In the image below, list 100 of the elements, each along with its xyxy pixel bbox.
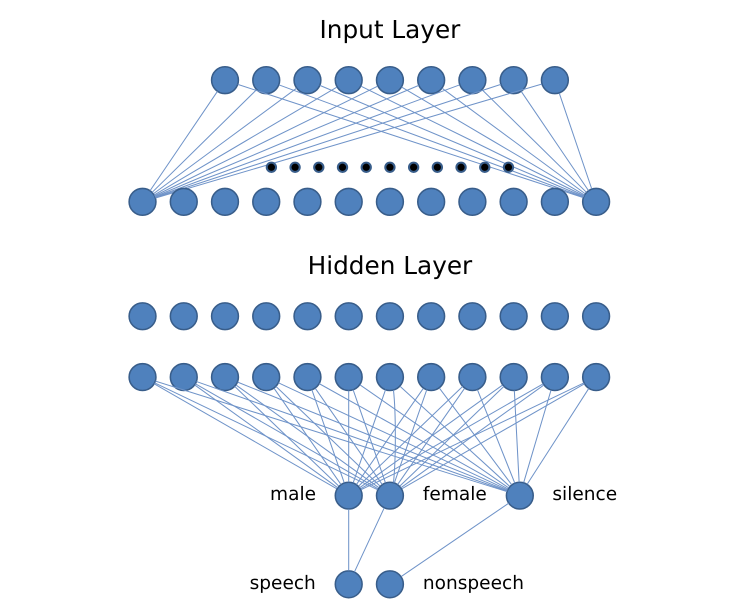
- node-circle: [334, 187, 363, 216]
- node-circle: [376, 480, 404, 510]
- node-circle: [170, 302, 198, 330]
- connector: [442, 87, 586, 194]
- node-dot: [384, 161, 396, 172]
- connector: [358, 386, 464, 486]
- node-circle: [417, 362, 446, 391]
- node-dot: [313, 161, 324, 172]
- connector: [154, 86, 338, 195]
- node-circle: [376, 66, 404, 94]
- connector: [520, 90, 589, 190]
- node-circle: [252, 302, 280, 330]
- connector: [401, 502, 510, 576]
- connector: [276, 386, 380, 486]
- node-circle: [376, 570, 404, 598]
- node-circle: [128, 302, 157, 330]
- connector: [397, 388, 465, 484]
- node-circle: [540, 362, 570, 391]
- node-circle: [540, 187, 570, 216]
- connector: [311, 389, 345, 482]
- connector: [514, 390, 520, 482]
- connector: [360, 382, 584, 490]
- node-circle: [499, 187, 528, 216]
- node-dot: [408, 161, 420, 172]
- connector: [314, 388, 383, 484]
- node-label: speech: [250, 572, 316, 594]
- node-circle: [417, 187, 446, 216]
- node-circle: [210, 187, 240, 216]
- node-circle: [293, 187, 322, 216]
- connector: [526, 388, 590, 484]
- node-circle: [582, 302, 610, 330]
- node-circle: [458, 302, 487, 330]
- connector: [150, 90, 218, 190]
- node-circle: [293, 302, 322, 330]
- node-circle: [252, 362, 280, 391]
- connector: [360, 382, 544, 489]
- node-circle: [458, 187, 487, 216]
- connector: [348, 508, 350, 570]
- node-circle: [334, 570, 363, 598]
- node-circle: [334, 480, 363, 510]
- connector: [278, 382, 508, 490]
- connector: [438, 387, 512, 484]
- connector: [482, 88, 587, 192]
- node-circle: [252, 66, 280, 94]
- node-circle: [582, 362, 610, 391]
- connector: [154, 382, 378, 490]
- node-circle: [170, 187, 198, 216]
- node-dot: [289, 161, 301, 172]
- node-circle: [334, 302, 363, 330]
- node-circle: [293, 362, 322, 391]
- connector: [152, 88, 257, 192]
- connector: [236, 384, 380, 488]
- connector: [394, 389, 428, 482]
- node-circle: [499, 66, 528, 94]
- node-circle: [128, 362, 157, 391]
- node-circle: [376, 302, 404, 330]
- node-circle: [252, 187, 280, 216]
- node-circle: [210, 302, 240, 330]
- node-circle: [128, 187, 157, 216]
- node-circle: [376, 362, 404, 391]
- node-circle: [499, 302, 528, 330]
- connector: [348, 390, 350, 482]
- node-circle: [499, 362, 528, 391]
- connector: [523, 390, 552, 482]
- connector: [153, 87, 297, 194]
- node-dot: [479, 161, 490, 172]
- node-circle: [582, 187, 610, 216]
- label: Hidden Layer: [308, 250, 472, 280]
- connector: [401, 86, 585, 195]
- node-dot: [266, 161, 278, 172]
- node-circle: [417, 66, 446, 94]
- connector: [558, 92, 592, 189]
- node-circle: [376, 187, 404, 216]
- node-label: male: [270, 484, 316, 505]
- connector: [274, 388, 342, 484]
- connector: [356, 388, 424, 484]
- node-circle: [540, 66, 570, 94]
- connector: [194, 384, 338, 488]
- node-dot: [432, 161, 444, 172]
- connector: [195, 382, 378, 489]
- label: Input Layer: [319, 14, 460, 44]
- connector: [400, 384, 544, 488]
- connector: [318, 382, 508, 489]
- node-label: silence: [552, 484, 618, 505]
- node-label: female: [422, 484, 487, 505]
- node-circle: [417, 302, 446, 330]
- node-label: nonspeech: [422, 572, 524, 594]
- node-circle: [170, 362, 198, 391]
- node-circle: [334, 362, 363, 391]
- node-circle: [506, 480, 534, 510]
- connector: [352, 389, 386, 482]
- node-circle: [293, 66, 322, 94]
- connector: [392, 390, 396, 482]
- node-circle: [210, 66, 240, 94]
- node-dot: [502, 161, 514, 172]
- connector: [154, 85, 378, 196]
- connector: [360, 85, 584, 196]
- node-circle: [334, 66, 363, 94]
- node-dot: [360, 161, 372, 172]
- node-circle: [458, 362, 487, 391]
